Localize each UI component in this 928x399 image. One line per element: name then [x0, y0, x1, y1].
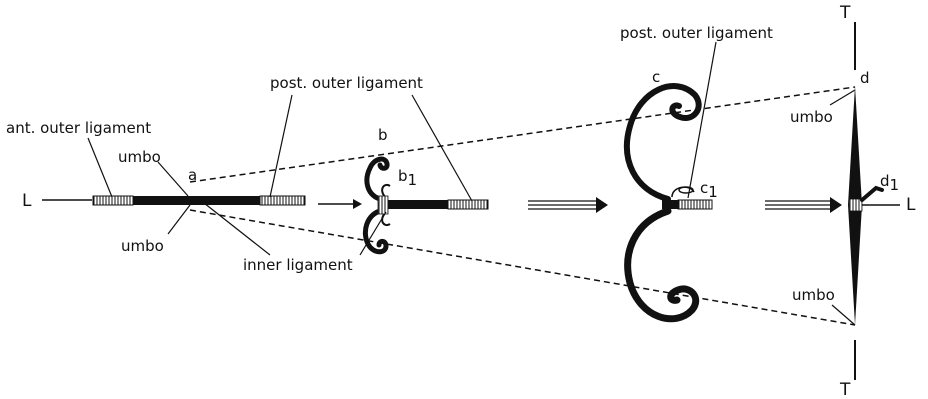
post-outer-ligament-leader-2 — [411, 94, 473, 202]
stage-2-shell — [359, 94, 489, 256]
label-umbo-a-bottom: umbo — [121, 237, 164, 255]
stage-3-post-ligament-bar — [677, 199, 713, 210]
ant-outer-ligament-leader — [87, 137, 113, 198]
label-c: c — [652, 68, 660, 86]
arrow-2 — [528, 197, 608, 213]
stage-3-valve-bar — [662, 200, 678, 209]
label-umbo-d-bottom: umbo — [792, 286, 835, 304]
stage-4-ligament — [848, 198, 863, 212]
umbo-bottom-leader-4 — [831, 304, 856, 326]
label-b: b — [378, 126, 388, 144]
lower-dashed-line — [189, 209, 856, 326]
arrow-1 — [318, 199, 362, 209]
label-d: d — [860, 69, 870, 87]
label-inner-ligament: inner ligament — [243, 256, 353, 274]
umbo-top-leader-1 — [157, 161, 189, 197]
post-outer-ligament-leader-1 — [269, 94, 293, 198]
post-outer-ligament-bar — [259, 195, 306, 206]
arrow-3 — [765, 197, 842, 213]
inner-ligament-leader — [203, 202, 271, 256]
label-post-outer-ligament-1: post. outer ligament — [270, 74, 423, 92]
stage-4-shell — [829, 22, 900, 380]
stage-1-valve-bar — [133, 196, 260, 205]
label-T-bottom: T — [839, 380, 851, 399]
label-T-top: T — [839, 3, 851, 23]
inner-ligament-leader-2 — [359, 211, 387, 256]
label-L-right: L — [906, 195, 916, 215]
label-c1: c1 — [700, 179, 718, 201]
stage-2-post-ligament-bar — [447, 199, 489, 210]
stage-1-shell — [42, 94, 306, 256]
label-L-left: L — [22, 191, 32, 211]
stage-3-shell — [623, 41, 717, 323]
ant-outer-ligament-bar — [92, 195, 134, 206]
stage-2-hinge — [377, 195, 389, 215]
label-d1: d1 — [880, 172, 899, 194]
umbo-top-leader-4 — [829, 89, 856, 106]
umbo-bottom-leader-1 — [167, 204, 191, 235]
upper-dashed-line — [189, 86, 856, 183]
d1-coil — [860, 185, 884, 202]
label-umbo-d-top: umbo — [790, 108, 833, 126]
stage-2-valve-bar — [388, 200, 448, 209]
label-umbo-a-top: umbo — [118, 148, 161, 166]
post-outer-ligament-leader-3 — [687, 41, 717, 199]
label-b1: b1 — [398, 167, 417, 189]
label-ant-outer-ligament: ant. outer ligament — [6, 119, 151, 137]
label-a: a — [188, 166, 197, 184]
label-post-outer-ligament-2: post. outer ligament — [620, 24, 773, 42]
